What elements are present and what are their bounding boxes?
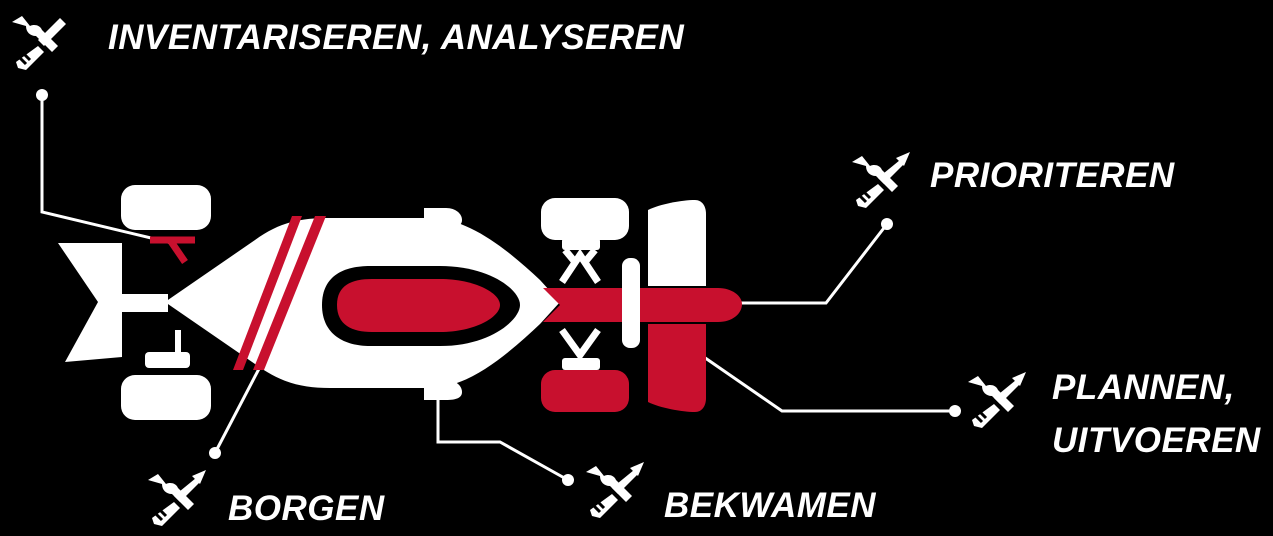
front-wing-bottom	[648, 324, 706, 412]
suspension-red-mark	[150, 240, 195, 262]
front-wheel-bottom	[541, 370, 629, 412]
front-hub-bottom	[562, 358, 600, 370]
cockpit-seat	[337, 279, 500, 332]
callout-line-prioriteren	[727, 224, 887, 303]
side-mirror-top	[424, 208, 462, 228]
label-borgen: BORGEN	[228, 488, 385, 530]
nose-tip-highlight	[716, 292, 732, 316]
label-inventariseren: INVENTARISEREN, ANALYSEREN	[108, 17, 684, 59]
callout-line-borgen	[215, 363, 262, 453]
front-wing-top	[648, 200, 706, 286]
wrench-screwdriver-arrow-icon	[144, 468, 206, 530]
wrench-screwdriver-icon	[8, 12, 70, 74]
label-plannen-line1: PLANNEN,	[1052, 367, 1235, 409]
front-upright	[622, 258, 640, 348]
rear-wheel-bottom	[121, 375, 211, 420]
label-bekwamen: BEKWAMEN	[664, 485, 876, 527]
label-plannen-line2: UITVOEREN	[1052, 420, 1261, 462]
rear-wheel-top	[121, 185, 211, 230]
rear-axle	[118, 294, 168, 312]
label-prioriteren: PRIORITEREN	[930, 155, 1175, 197]
wrench-screwdriver-arrow-icon	[582, 460, 644, 522]
callout-line-plannen	[685, 344, 955, 411]
car-nose	[543, 288, 742, 322]
rear-wing	[58, 243, 122, 362]
side-mirror-bottom	[424, 380, 462, 400]
suspension-rear-bottom	[145, 352, 190, 368]
wrench-screwdriver-arrow-icon	[848, 150, 910, 212]
wrench-screwdriver-arrow-icon	[964, 370, 1026, 432]
front-wheel-top	[541, 198, 629, 240]
